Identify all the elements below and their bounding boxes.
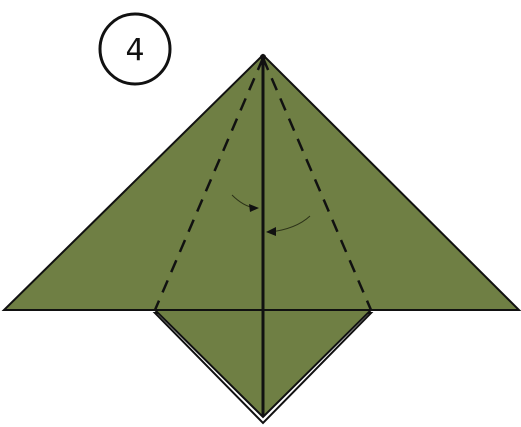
step-badge: 4: [100, 14, 170, 84]
step-number: 4: [125, 33, 144, 68]
apex-point: [260, 54, 266, 60]
